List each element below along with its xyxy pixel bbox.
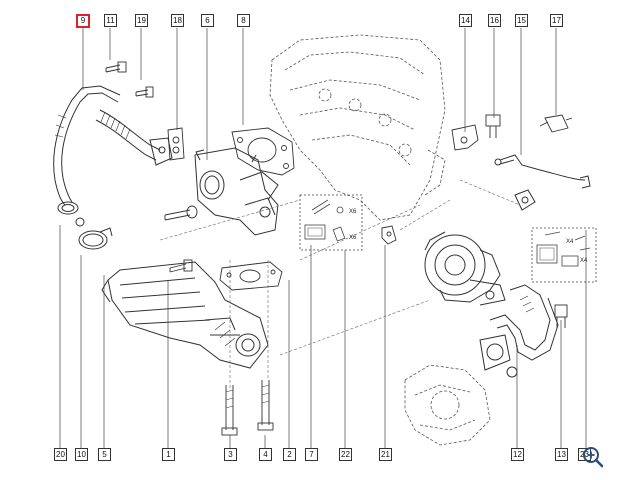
egr-pipe-left	[53, 85, 121, 215]
callout-9[interactable]: 9	[76, 14, 90, 28]
egr-valve	[194, 147, 279, 236]
callout-4[interactable]: 4	[259, 448, 272, 461]
engine-block-outline	[269, 34, 446, 221]
callout-20[interactable]: 20	[54, 448, 67, 461]
callout-5[interactable]: 5	[98, 448, 111, 461]
zoom-in-icon[interactable]	[582, 446, 604, 468]
top-leader-lines	[82, 28, 557, 160]
gasket-18	[167, 127, 185, 161]
callout-13[interactable]: 13	[555, 448, 568, 461]
callout-17[interactable]: 17	[550, 14, 563, 27]
clamp-10	[75, 217, 113, 250]
clip-21	[381, 225, 397, 245]
egr-pipe-right	[479, 284, 559, 378]
callout-8[interactable]: 8	[237, 14, 250, 27]
callout-18[interactable]: 18	[171, 14, 184, 27]
callout-16[interactable]: 16	[488, 14, 501, 27]
kit2-qty2-label: X4	[580, 258, 588, 264]
kit-box-2	[531, 227, 597, 283]
dashed-connectors	[159, 179, 521, 390]
kit1-qty2-label: X6	[349, 235, 357, 241]
kit2-qty-label: X4	[566, 239, 574, 245]
callout-15[interactable]: 15	[515, 14, 528, 27]
callout-22[interactable]: 22	[339, 448, 352, 461]
bolt-7	[164, 205, 198, 221]
long-bolts	[221, 380, 274, 436]
callout-2[interactable]: 2	[283, 448, 296, 461]
callout-21[interactable]: 21	[379, 448, 392, 461]
turbo-housing	[424, 231, 506, 306]
connector-17	[539, 114, 573, 133]
kit1-qty-label: X6	[349, 209, 357, 215]
callout-14[interactable]: 14	[459, 14, 472, 27]
bottom-leader-lines	[59, 225, 587, 448]
lower-housing-outline	[404, 364, 491, 446]
callout-3[interactable]: 3	[224, 448, 237, 461]
bolt-cooler-top	[169, 259, 193, 273]
bolt-13	[554, 304, 568, 328]
callout-6[interactable]: 6	[201, 14, 214, 27]
sensor-15	[494, 154, 591, 211]
gasket-2	[219, 261, 283, 291]
callout-11[interactable]: 11	[104, 14, 117, 27]
flex-pipe	[95, 109, 173, 166]
bolts-upper-left	[105, 61, 154, 98]
egr-cooler	[101, 261, 269, 369]
callout-10[interactable]: 10	[75, 448, 88, 461]
callout-7[interactable]: 7	[305, 448, 318, 461]
callout-19[interactable]: 19	[135, 14, 148, 27]
callout-12[interactable]: 12	[511, 448, 524, 461]
callout-1[interactable]: 1	[162, 448, 175, 461]
kit-box-1	[299, 194, 363, 251]
bolt-16	[485, 114, 501, 138]
bracket-14	[451, 124, 479, 151]
gasket-8	[231, 127, 295, 176]
